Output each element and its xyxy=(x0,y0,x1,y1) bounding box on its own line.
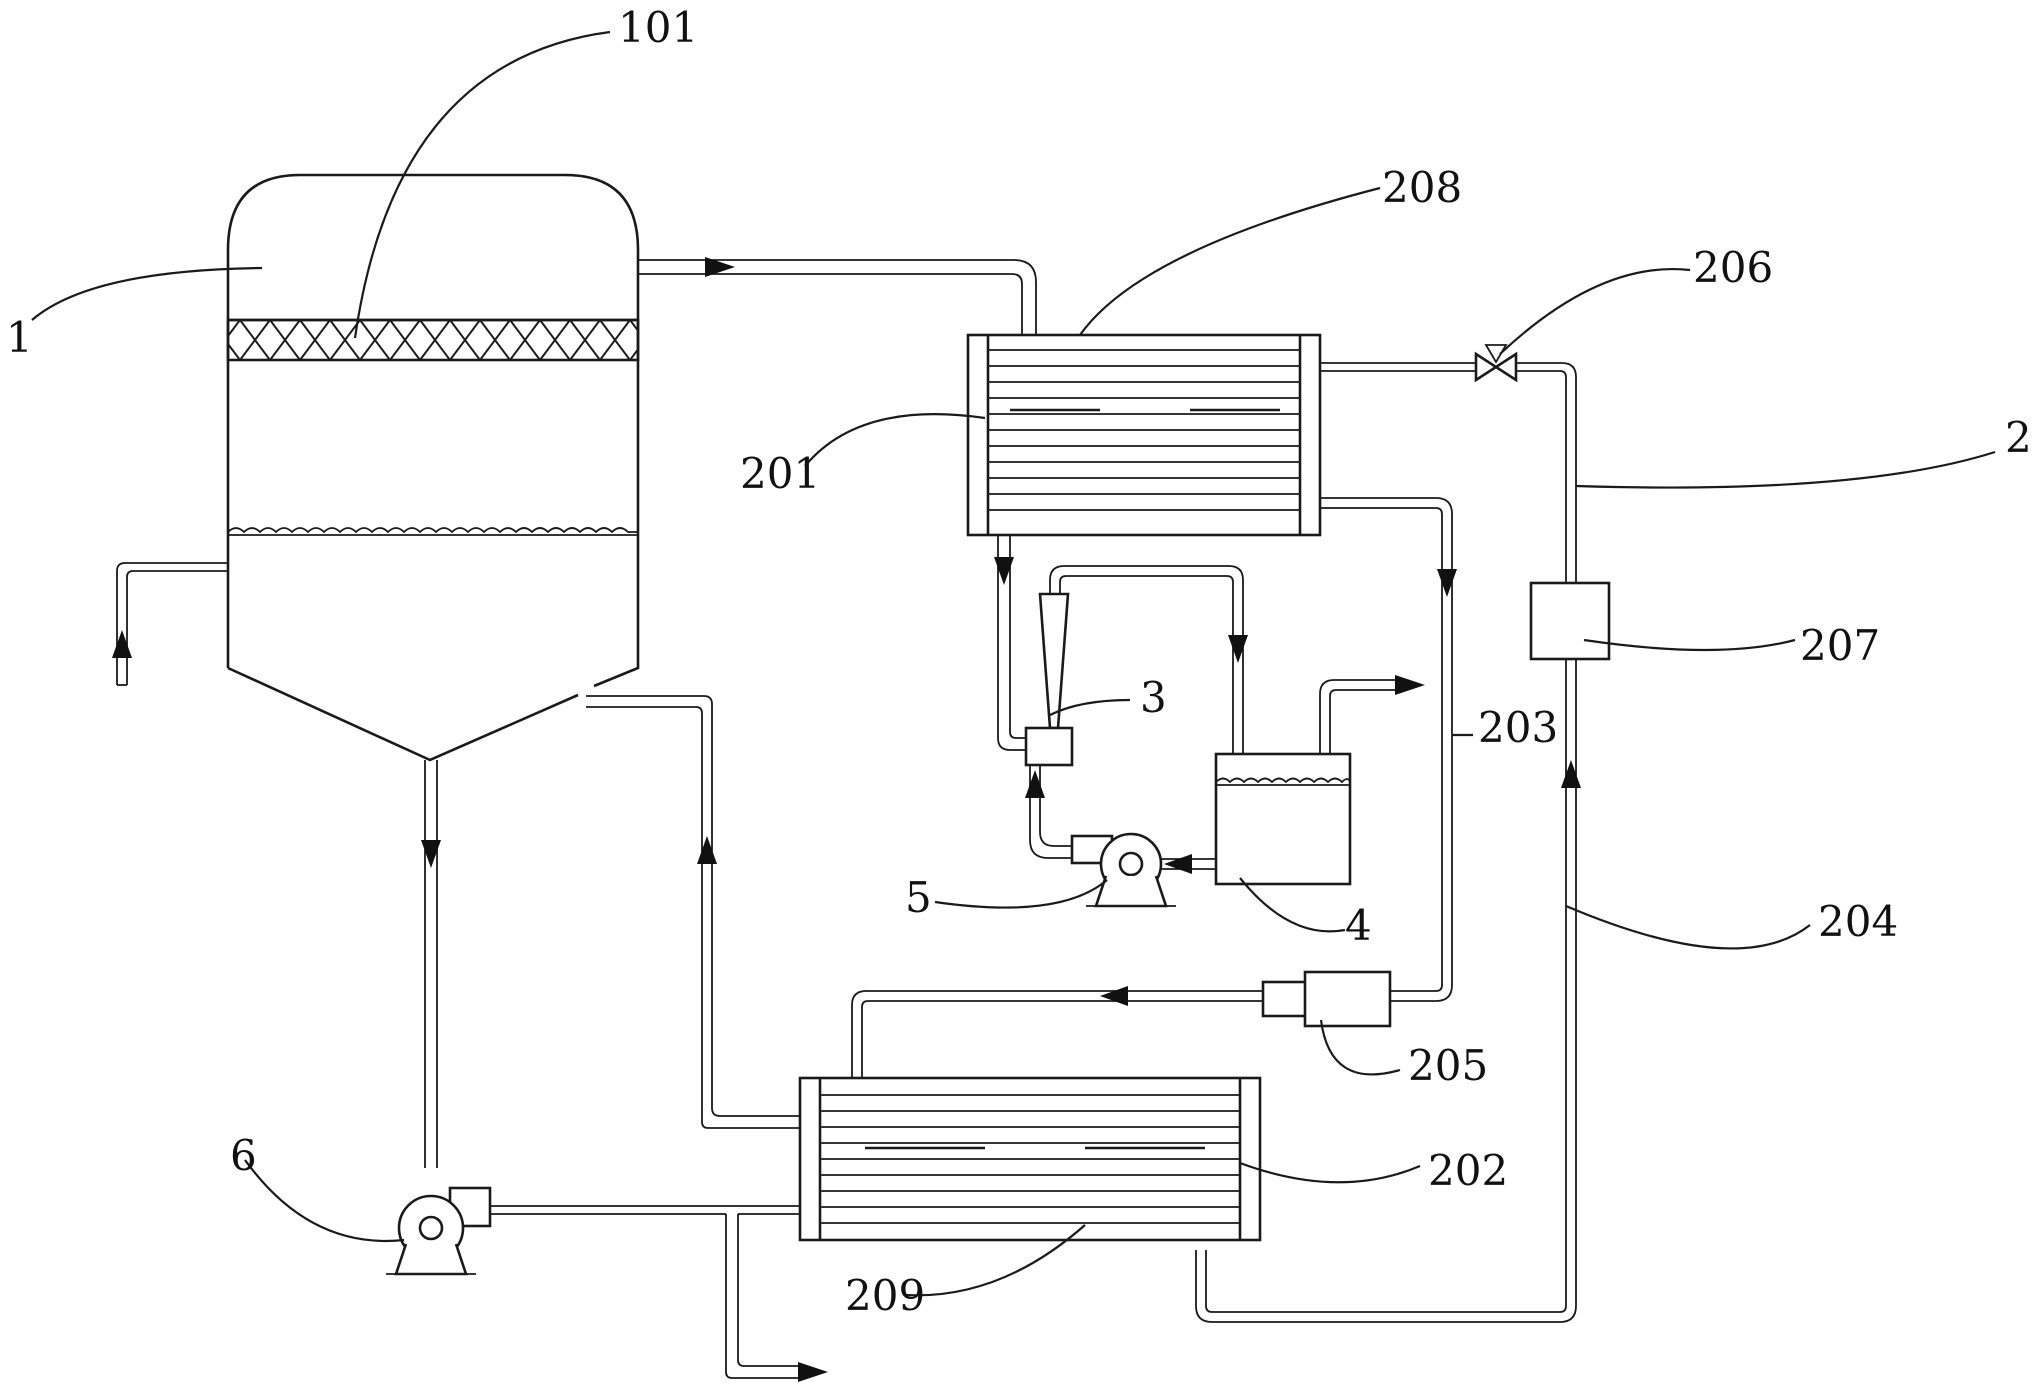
tank-4 xyxy=(1214,752,1352,886)
label-3: 3 xyxy=(1140,673,1167,722)
arrow-down-icon xyxy=(994,557,1014,585)
line-2 xyxy=(1195,362,1581,1323)
expansion-valve-206 xyxy=(1474,344,1518,383)
label-206: 206 xyxy=(1693,243,1773,292)
label-208: 208 xyxy=(1382,163,1462,212)
pump-5 xyxy=(1070,832,1176,908)
vessel-1 xyxy=(226,173,640,762)
line-201-to-ejector xyxy=(994,535,1026,751)
arrow-right-icon xyxy=(798,1362,828,1382)
label-204: 204 xyxy=(1818,897,1898,946)
discharge-pipe xyxy=(725,1214,828,1382)
line-pump-to-ejector xyxy=(1025,765,1072,859)
return-pipe xyxy=(586,695,800,1129)
label-5: 5 xyxy=(905,873,932,922)
side-inlet-pipe xyxy=(112,562,228,686)
demister-mesh-101 xyxy=(226,318,640,362)
arrow-up-icon xyxy=(112,630,132,658)
arrow-up-icon xyxy=(1025,770,1045,798)
bottom-drain-pipe xyxy=(421,760,441,1168)
label-209: 209 xyxy=(845,1271,925,1320)
label-207: 207 xyxy=(1800,621,1880,670)
component-207 xyxy=(1529,581,1611,661)
line-ejector-to-tank xyxy=(1049,565,1248,754)
label-205: 205 xyxy=(1408,1041,1488,1090)
line-205-to-202 xyxy=(851,986,1263,1078)
label-6: 6 xyxy=(230,1131,257,1180)
label-2: 2 xyxy=(2005,413,2032,462)
ejector-3 xyxy=(1024,592,1074,767)
pump-6 xyxy=(386,1186,492,1276)
arrow-down-icon xyxy=(1437,569,1457,597)
arrow-up-icon xyxy=(1561,760,1581,788)
arrow-right-icon xyxy=(705,257,735,277)
label-1: 1 xyxy=(6,313,33,362)
line-tank-to-pump xyxy=(1161,854,1216,874)
tank-vent-pipe xyxy=(1319,675,1425,754)
label-4: 4 xyxy=(1345,901,1372,950)
arrow-left-icon xyxy=(1100,986,1128,1006)
label-203: 203 xyxy=(1478,703,1558,752)
heat-exchanger-202 xyxy=(798,1076,1262,1242)
compressor-205 xyxy=(1261,970,1392,1028)
arrow-left-icon xyxy=(1164,854,1192,874)
vapor-pipe xyxy=(638,257,1037,335)
refrigerant-line-to-206 xyxy=(1320,362,1476,372)
arrow-up-icon xyxy=(697,836,717,864)
liquid-level-wave xyxy=(227,527,638,534)
line-203 xyxy=(1320,497,1457,1002)
arrow-down-icon xyxy=(421,840,441,868)
line-pump6-to-202 xyxy=(490,1205,800,1215)
label-202: 202 xyxy=(1428,1146,1508,1195)
label-101: 101 xyxy=(618,3,698,52)
heat-exchanger-201 xyxy=(966,333,1322,537)
arrow-down-icon xyxy=(1228,635,1248,663)
label-201: 201 xyxy=(740,449,820,498)
arrow-right-icon xyxy=(1395,675,1425,695)
leader-lines xyxy=(31,30,1996,1297)
